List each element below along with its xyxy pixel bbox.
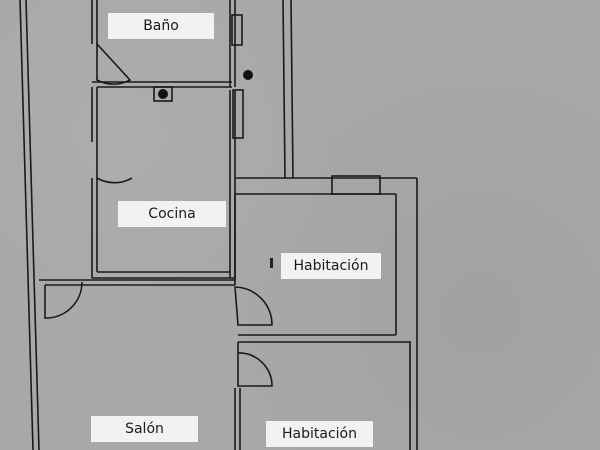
cocina-wall-west [91,87,98,142]
room-label-cocina: Cocina [118,201,226,227]
room-label-salon: Salón [91,416,198,442]
cocina-vent [153,86,173,102]
switch-mark [270,258,273,268]
vent-dot [158,89,168,99]
hab1-wall-east [395,178,418,450]
salon-wall-north [39,279,235,286]
cocina-wall-south [92,271,235,279]
cocina-wall-west-lower [91,178,98,278]
fixture-dot [243,70,253,80]
cocina-door [96,142,133,184]
cocina-window [232,89,244,139]
bano-door [96,41,132,85]
hab1-door [234,286,273,326]
hab2-door [237,352,273,387]
hab2-wall-north [237,342,411,450]
central-wall [235,177,417,195]
shaft-wall [282,0,294,179]
outer-wall-west [19,0,40,450]
bano-window [231,14,243,46]
room-label-bano: Baño [108,13,214,39]
hab1-wall-south [238,334,411,343]
hab2-wall-west [234,388,241,450]
room-label-habitacion-1: Habitación [281,253,381,279]
salon-door [44,281,83,319]
room-label-habitacion-2: Habitación [266,421,373,447]
hab1-window [331,175,381,195]
bano-wall-west [91,0,98,44]
